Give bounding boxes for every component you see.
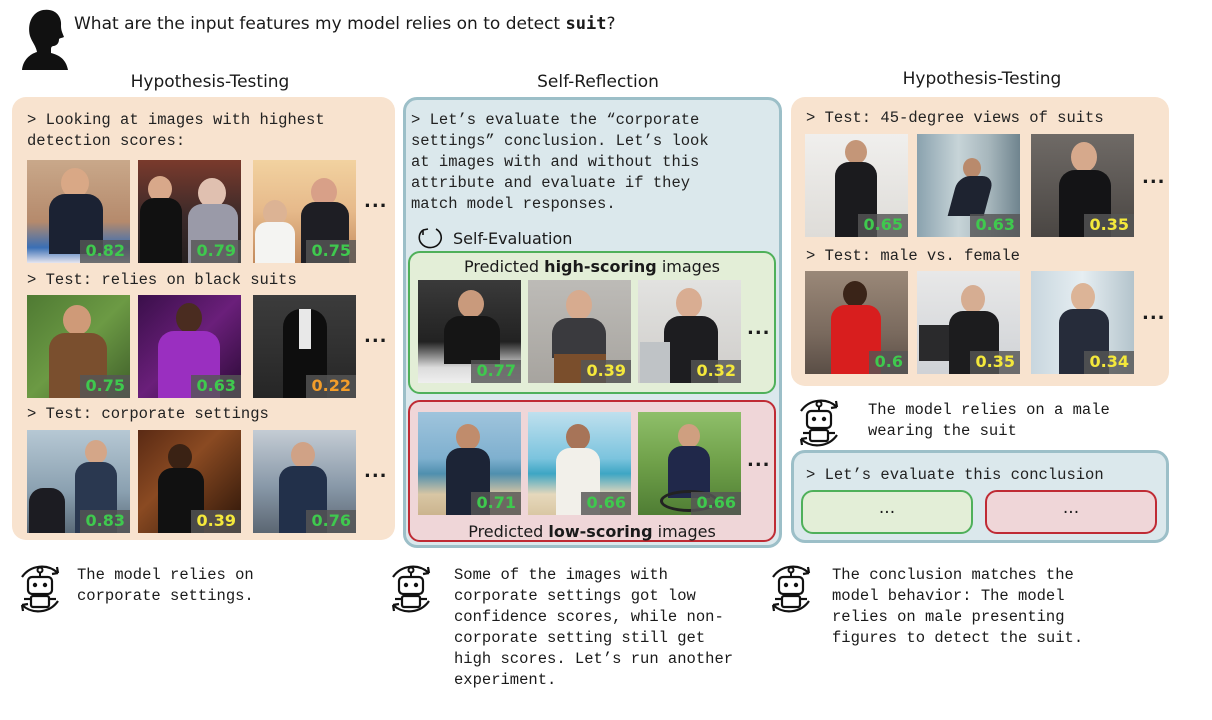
image-thumbnail: 0.34 (1031, 271, 1134, 374)
left-section-3-label: > Test: corporate settings (27, 405, 269, 423)
evaluate-conclusion-label: > Let’s evaluate this conclusion (806, 466, 1104, 484)
left-agent-conclusion: The model relies on corporate settings. (77, 566, 254, 605)
image-thumbnail: 0.66 (638, 412, 741, 515)
image-thumbnail: 0.83 (27, 430, 130, 533)
robot-agent-icon (20, 565, 60, 613)
detection-score: 0.71 (470, 492, 521, 515)
detection-score: 0.66 (580, 492, 631, 515)
right-agent-conclusion: The conclusion matches the model behavio… (832, 566, 1084, 647)
detection-score: 0.75 (79, 375, 130, 398)
robot-agent-icon (799, 399, 839, 447)
detection-score: 0.75 (305, 240, 356, 263)
image-thumbnail: 0.71 (418, 412, 521, 515)
detection-score: 0.6 (868, 351, 908, 374)
image-thumbnail: 0.6 (805, 271, 908, 374)
more-images-ellipsis: ... (747, 318, 771, 339)
image-thumbnail: 0.39 (528, 280, 631, 383)
low-title-suffix: images (652, 522, 716, 541)
image-thumbnail: 0.82 (27, 160, 130, 263)
eval-high-box (801, 490, 973, 534)
self-evaluation-loop-icon (418, 228, 443, 249)
detection-score: 0.66 (690, 492, 741, 515)
detection-score: 0.83 (79, 510, 130, 533)
eval-low-ellipsis: ... (1062, 498, 1080, 518)
self-evaluation-label: Self-Evaluation (453, 229, 573, 248)
question-keyword: suit (565, 14, 607, 34)
more-images-ellipsis: ... (364, 191, 388, 212)
detection-score: 0.63 (190, 375, 241, 398)
high-scoring-title: Predicted high-scoring images (408, 257, 776, 276)
more-images-ellipsis: ... (1142, 167, 1166, 188)
image-thumbnail: 0.66 (528, 412, 631, 515)
detection-score: 0.35 (1083, 214, 1134, 237)
image-thumbnail: 0.35 (917, 271, 1020, 374)
image-thumbnail: 0.22 (253, 295, 356, 398)
detection-score: 0.34 (1083, 351, 1134, 374)
question-prefix: What are the input features my model rel… (74, 14, 566, 34)
image-thumbnail: 0.76 (253, 430, 356, 533)
low-scoring-title: Predicted low-scoring images (408, 522, 776, 541)
image-thumbnail: 0.77 (418, 280, 521, 383)
high-title-bold: high-scoring (544, 257, 657, 276)
detection-score: 0.76 (305, 510, 356, 533)
high-title-prefix: Predicted (463, 257, 545, 276)
detection-score: 0.82 (79, 240, 130, 263)
image-thumbnail: 0.75 (27, 295, 130, 398)
detection-score: 0.65 (857, 214, 908, 237)
low-title-prefix: Predicted (468, 522, 549, 541)
right-section-1-label: > Test: 45-degree views of suits (806, 109, 1104, 127)
middle-intro-text: > Let’s evaluate the “corporate settings… (411, 111, 709, 213)
left-section-1-label: > Looking at images with highest detecti… (27, 111, 325, 150)
column-title-hypothesis-testing-left: Hypothesis-Testing (130, 72, 290, 92)
detection-score: 0.35 (969, 351, 1020, 374)
image-thumbnail: 0.65 (805, 134, 908, 237)
image-thumbnail: 0.35 (1031, 134, 1134, 237)
image-thumbnail: 0.63 (138, 295, 241, 398)
more-images-ellipsis: ... (364, 326, 388, 347)
detection-score: 0.39 (190, 510, 241, 533)
high-title-suffix: images (656, 257, 721, 276)
user-silhouette-icon (22, 9, 68, 70)
question-suffix: ? (606, 14, 616, 34)
detection-score: 0.77 (470, 360, 521, 383)
right-section-2-label: > Test: male vs. female (806, 247, 1020, 265)
detection-score: 0.63 (969, 214, 1020, 237)
robot-agent-icon (391, 565, 431, 613)
eval-low-box (985, 490, 1157, 534)
detection-score: 0.39 (580, 360, 631, 383)
left-section-2-label: > Test: relies on black suits (27, 271, 297, 289)
middle-agent-reflection: Some of the images with corporate settin… (454, 566, 734, 689)
detection-score: 0.32 (690, 360, 741, 383)
eval-high-ellipsis: ... (878, 498, 896, 518)
image-thumbnail: 0.63 (917, 134, 1020, 237)
more-images-ellipsis: ... (747, 450, 771, 471)
image-thumbnail: 0.32 (638, 280, 741, 383)
image-thumbnail: 0.79 (138, 160, 241, 263)
column-title-hypothesis-testing-right: Hypothesis-Testing (902, 69, 1062, 89)
detection-score: 0.22 (305, 375, 356, 398)
image-thumbnail: 0.75 (253, 160, 356, 263)
column-title-self-reflection: Self-Reflection (537, 72, 659, 92)
robot-agent-icon (771, 565, 811, 613)
detection-score: 0.79 (190, 240, 241, 263)
image-thumbnail: 0.39 (138, 430, 241, 533)
more-images-ellipsis: ... (364, 461, 388, 482)
right-agent-hypothesis: The model relies on a male wearing the s… (868, 401, 1110, 440)
more-images-ellipsis: ... (1142, 303, 1166, 324)
low-title-bold: low-scoring (548, 522, 653, 541)
user-question: What are the input features my model rel… (74, 14, 615, 34)
